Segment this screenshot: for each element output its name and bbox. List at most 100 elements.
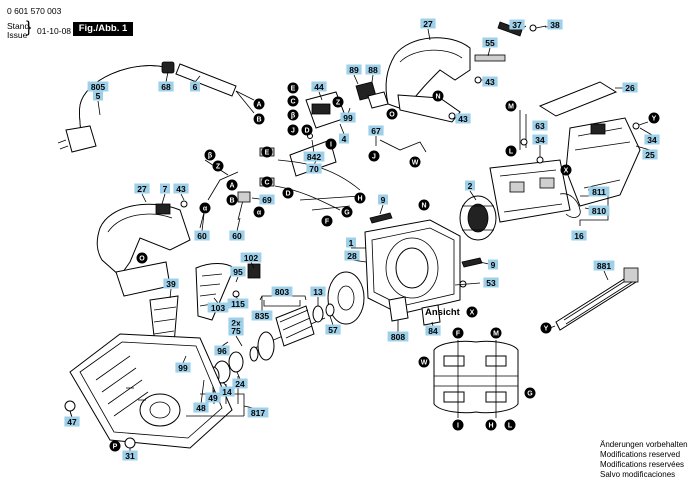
part-label-bg <box>163 278 179 289</box>
letter-marker-circle <box>418 356 430 368</box>
letter-marker: A <box>226 179 238 191</box>
part-label-bg <box>205 392 221 403</box>
part-label: 881 <box>593 260 615 271</box>
part-number: 102 <box>244 253 258 263</box>
letter-marker: Z <box>332 96 344 108</box>
letter-marker: W <box>409 156 421 168</box>
part-number: 881 <box>597 261 611 271</box>
part-label: 70 <box>306 163 322 174</box>
part-label-bg <box>160 183 170 194</box>
part-label-bg <box>593 260 615 271</box>
letter-marker-circle <box>490 327 502 339</box>
letter-marker-circle <box>301 124 313 136</box>
part-label-bg <box>190 81 200 92</box>
part-number: 84 <box>428 326 438 336</box>
part-label: 44 <box>311 81 327 92</box>
letter-marker-circle <box>287 124 299 136</box>
part-number: 37 <box>512 20 522 30</box>
part-number: 817 <box>251 408 265 418</box>
part-label: 57 <box>325 324 341 335</box>
letter-marker-text: W <box>421 360 428 367</box>
letter-marker-circle <box>332 96 344 108</box>
letter-marker: N <box>418 199 430 211</box>
part-number: 88 <box>368 65 378 75</box>
brace-glyph: } <box>26 19 32 36</box>
letter-marker-circle <box>368 150 380 162</box>
letter-marker: F <box>452 327 464 339</box>
letter-marker-text: C <box>264 180 269 187</box>
part-label-bg <box>87 81 109 92</box>
part-number: 9 <box>381 195 386 205</box>
part-label: 53 <box>483 277 499 288</box>
part-label-bg <box>465 180 475 191</box>
part-number: 89 <box>349 65 359 75</box>
part-label: 38 <box>547 19 563 30</box>
note-line: Modifications reserved <box>600 450 681 459</box>
letter-marker-text: E <box>291 86 296 93</box>
letter-marker-circle <box>524 387 536 399</box>
part-label: 31 <box>122 450 138 461</box>
letter-marker-text: G <box>527 391 533 398</box>
part-label-bg <box>509 19 525 30</box>
letter-marker: α <box>253 206 265 218</box>
letter-marker: J <box>287 124 299 136</box>
note-line: Modifications reservées <box>600 460 685 469</box>
ansicht-letter: X <box>470 310 475 317</box>
letter-marker-circle <box>287 109 299 121</box>
part-label: 88 <box>365 64 381 75</box>
letter-marker: W <box>418 356 430 368</box>
letter-marker-text: Y <box>544 326 549 333</box>
letter-marker-text: H <box>357 196 362 203</box>
part-label: 27 <box>134 183 150 194</box>
letter-marker-circle <box>409 156 421 168</box>
part-label: 43 <box>173 183 189 194</box>
part-label: 63 <box>532 120 548 131</box>
part-label-bg <box>173 183 189 194</box>
part-label: 49 <box>205 392 221 403</box>
letter-marker: O <box>386 108 398 120</box>
letter-marker: G <box>341 206 353 218</box>
letter-marker-text: O <box>389 112 395 119</box>
part-label: 9 <box>378 194 388 205</box>
letter-marker: G <box>524 387 536 399</box>
part-number: 13 <box>313 287 323 297</box>
letter-marker-text: H <box>488 423 493 430</box>
part-number: 60 <box>232 231 242 241</box>
letter-marker-text: β <box>291 113 296 120</box>
letter-marker-text: B <box>256 117 261 124</box>
part-number: 48 <box>196 403 206 413</box>
part-number: 5 <box>96 91 101 101</box>
letter-marker-text: Z <box>336 100 341 107</box>
letter-marker: C <box>287 95 299 107</box>
part-label: 24 <box>232 378 248 389</box>
letter-marker-circle <box>504 419 516 431</box>
part-label: 803 <box>271 286 293 297</box>
part-number: 810 <box>592 206 606 216</box>
part-label: 25 <box>642 149 658 160</box>
part-label-bg <box>483 277 499 288</box>
letter-marker-circle <box>341 206 353 218</box>
letter-marker-text: I <box>457 423 459 430</box>
part-number: 24 <box>235 379 245 389</box>
letter-marker-text: Z <box>216 164 221 171</box>
part-number: 28 <box>347 251 357 261</box>
part-label-bg <box>346 64 362 75</box>
part-label-bg <box>228 317 244 328</box>
letter-marker-circle <box>540 322 552 334</box>
part-label: 99 <box>340 112 356 123</box>
letter-marker: D <box>282 187 294 199</box>
part-label-bg <box>588 186 610 197</box>
letter-marker-text: β <box>208 153 213 160</box>
stand-label: Stand <box>7 21 30 31</box>
letter-marker: N <box>432 90 444 102</box>
letter-marker: J <box>368 150 380 162</box>
letter-marker: I <box>325 138 337 150</box>
letter-marker-circle <box>204 149 216 161</box>
letter-marker-circle <box>505 145 517 157</box>
part-label: 39 <box>163 278 179 289</box>
letter-marker: H <box>485 419 497 431</box>
letter-marker-circle <box>452 327 464 339</box>
part-label: 16 <box>571 230 587 241</box>
letter-marker-text: F <box>456 331 461 338</box>
part-label-bg <box>229 230 245 241</box>
